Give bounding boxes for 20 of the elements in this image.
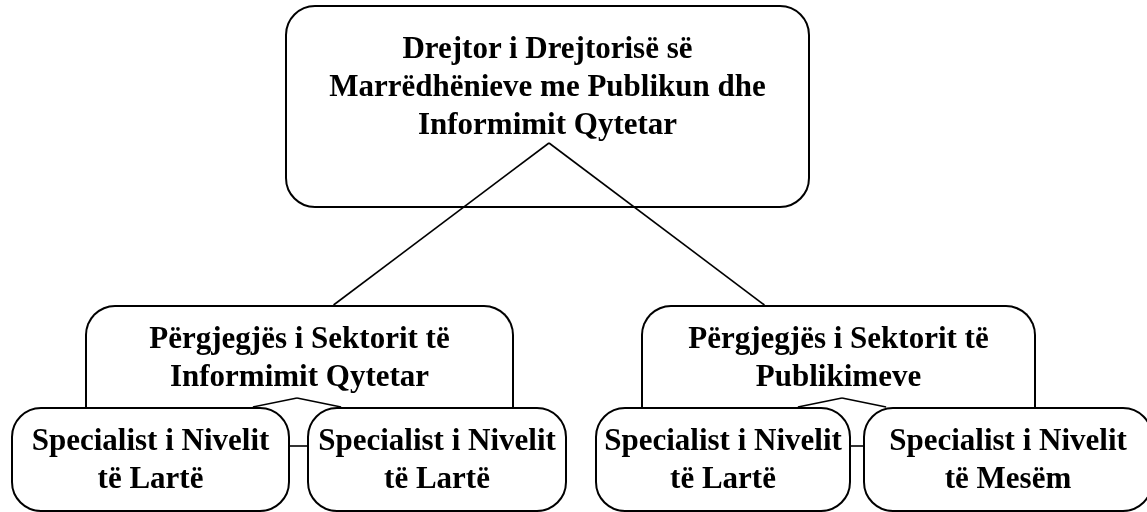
role-title: Specialist i Nivelit të Lartë	[317, 421, 557, 497]
connector-line	[797, 397, 843, 408]
role-title: Specialist i Nivelit të Lartë	[603, 421, 843, 497]
connector-line	[841, 397, 887, 408]
specialist-box	[595, 407, 851, 512]
role-title: Specialist i Nivelit të Mesëm	[888, 421, 1128, 497]
connector-line	[252, 397, 298, 408]
connector-line	[296, 397, 342, 408]
connector-line	[850, 445, 864, 447]
specialist-box	[863, 407, 1147, 512]
role-title: Përgjegjës i Sektorit të Publikimeve	[687, 319, 990, 395]
connector-line	[548, 142, 766, 306]
specialist-box	[307, 407, 567, 512]
role-title: Drejtor i Drejtorisë së Marrëdhënieve me Publikun dhe Informimit Qytetar	[328, 29, 767, 143]
director-box	[285, 5, 810, 208]
role-title: Specialist i Nivelit të Lartë	[30, 421, 271, 497]
connector-line	[332, 142, 550, 306]
role-title: Përgjegjës i Sektorit të Informimit Qytetar	[148, 319, 451, 395]
specialist-box	[11, 407, 290, 512]
connector-line	[289, 445, 308, 447]
